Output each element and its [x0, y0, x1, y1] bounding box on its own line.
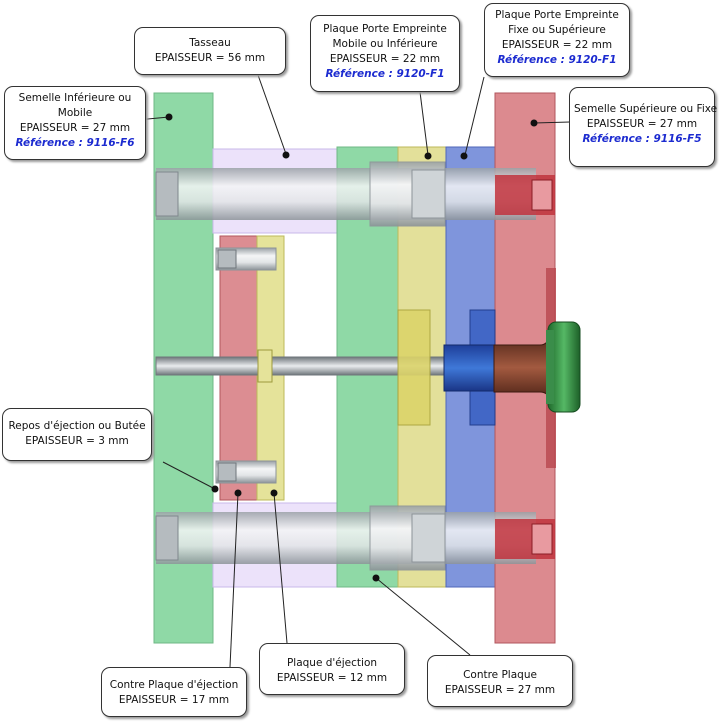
plaque-ejection-epaisseur: EPAISSEUR = 12 mm [276, 672, 388, 684]
contre-plaque-epaisseur: EPAISSEUR = 27 mm [444, 684, 556, 696]
tasseau-epaisseur: EPAISSEUR = 56 mm [154, 52, 266, 64]
repos-title: Repos d'éjection ou Butée [8, 420, 146, 432]
semelle-inf-title1: Semelle Inférieure ou [18, 92, 132, 104]
ejector-screw-bottom [215, 460, 277, 484]
ejector-rod-head [257, 349, 273, 383]
porte-mobile-reference: Référence : 9120-F1 [325, 68, 445, 80]
callout-plaque-porte-empreinte-mobile: Plaque Porte Empreinte Mobile ou Inférie… [310, 15, 460, 92]
repos-epaisseur: EPAISSEUR = 3 mm [25, 435, 129, 447]
semelle-inf-epaisseur: EPAISSEUR = 27 mm [19, 122, 131, 134]
semelle-inf-reference: Référence : 9116-F6 [15, 137, 135, 149]
callout-contre-plaque: Contre Plaque EPAISSEUR = 27 mm [427, 655, 573, 707]
semelle-sup-epaisseur: EPAISSEUR = 27 mm [586, 118, 698, 130]
callout-semelle-superieure: Semelle Supérieure ou Fixe EPAISSEUR = 2… [569, 87, 718, 167]
empreinte-mobile-block [397, 309, 431, 426]
porte-mobile-epaisseur: EPAISSEUR = 22 mm [329, 53, 441, 65]
porte-fixe-title1: Plaque Porte Empreinte [495, 9, 619, 21]
callout-plaque-ejection: Plaque d'éjection EPAISSEUR = 12 mm [259, 643, 405, 695]
contre-plaque-ejection-title: Contre Plaque d'éjection [109, 679, 239, 691]
tasseau-title: Tasseau [189, 37, 231, 49]
leader-dots [165, 113, 538, 582]
callout-contre-plaque-ejection: Contre Plaque d'éjection EPAISSEUR = 17 … [101, 667, 247, 717]
guide-pillar-top [155, 161, 555, 227]
porte-fixe-reference: Référence : 9120-F1 [497, 54, 617, 66]
guide-pillar-bottom [155, 505, 555, 571]
locating-ring-edge [546, 330, 554, 404]
sprue-bushing-blue [443, 344, 497, 392]
callout-plaque-porte-empreinte-fixe: Plaque Porte Empreinte Fixe ou Supérieur… [484, 3, 630, 77]
semelle-inf-title2: Mobile [57, 107, 93, 119]
leader-lines [136, 74, 571, 668]
contre-plaque-ejection-epaisseur: EPAISSEUR = 17 mm [118, 694, 230, 706]
porte-fixe-title2: Fixe ou Supérieure [508, 24, 606, 36]
sprue-bushing-brown [493, 334, 551, 401]
callout-semelle-inferieure: Semelle Inférieure ou Mobile EPAISSEUR =… [4, 86, 146, 160]
contre-plaque-title: Contre Plaque [463, 669, 537, 681]
semelle-sup-reference: Référence : 9116-F5 [582, 133, 702, 145]
callout-repos-ejection: Repos d'éjection ou Butée EPAISSEUR = 3 … [2, 408, 152, 461]
callout-tasseau: Tasseau EPAISSEUR = 56 mm [134, 27, 286, 75]
porte-mobile-title2: Mobile ou Inférieure [332, 38, 438, 50]
semelle-sup-title: Semelle Supérieure ou Fixe [574, 103, 718, 115]
ejector-screw-top [215, 247, 277, 271]
porte-fixe-epaisseur: EPAISSEUR = 22 mm [501, 39, 613, 51]
porte-mobile-title1: Plaque Porte Empreinte [323, 23, 447, 35]
plaque-ejection-title: Plaque d'éjection [286, 657, 378, 669]
